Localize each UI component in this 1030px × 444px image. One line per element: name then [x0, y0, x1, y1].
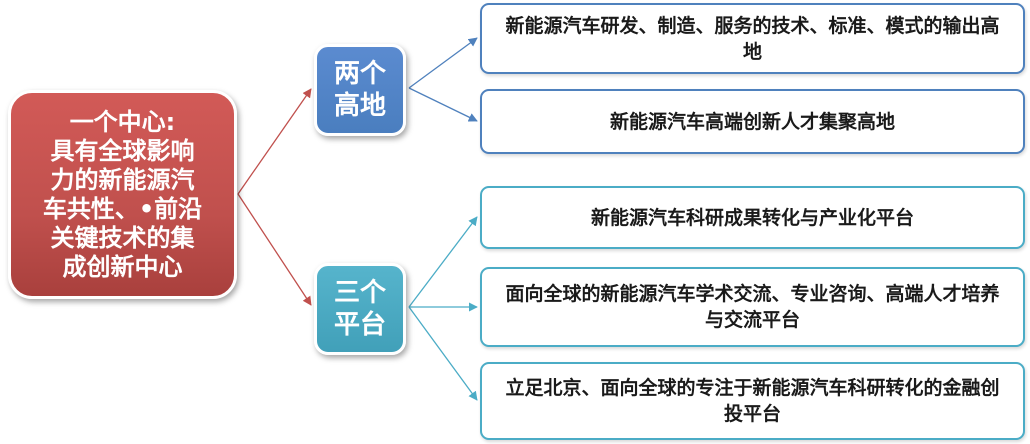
platform-box-2-text: 面向全球的新能源汽车学术交流、专业咨询、高端人才培养与交流平台: [505, 283, 1000, 331]
platform-box-3: 立足北京、面向全球的专注于新能源汽车科研转化的金融创投平台: [480, 362, 1025, 440]
highlands-hub-label: 两个 高地: [333, 59, 386, 121]
highland-box-1-text: 新能源汽车研发、制造、服务的技术、标准、模式的输出高地: [505, 14, 1000, 63]
platform-box-2: 面向全球的新能源汽车学术交流、专业咨询、高端人才培养与交流平台: [480, 267, 1025, 347]
highlands-hub: 两个 高地: [314, 44, 406, 136]
highland-box-1: 新能源汽车研发、制造、服务的技术、标准、模式的输出高地: [480, 3, 1025, 74]
platform-box-3-text: 立足北京、面向全球的专注于新能源汽车科研转化的金融创投平台: [505, 377, 1000, 425]
connector-platforms-to-box3: [408, 216, 478, 308]
center-node-label: 一个中心: 具有全球影响 力的新能源汽 车共性、•前沿 关键技术的集 成创新中心: [42, 107, 203, 281]
connector-center-to-platforms: [237, 193, 312, 306]
platforms-hub-label: 三个 平台: [333, 278, 386, 340]
connector-platforms-to-box5: [408, 306, 478, 401]
highland-box-2-text: 新能源汽车高端创新人才集聚高地: [609, 110, 895, 133]
connector-center-to-highlands: [237, 88, 312, 195]
highland-box-2: 新能源汽车高端创新人才集聚高地: [480, 89, 1025, 154]
connector-highlands-to-box2: [408, 87, 478, 122]
center-node: 一个中心: 具有全球影响 力的新能源汽 车共性、•前沿 关键技术的集 成创新中心: [8, 90, 237, 299]
platforms-hub: 三个 平台: [314, 263, 406, 355]
connector-highlands-to-box1: [408, 37, 478, 89]
platform-box-1: 新能源汽车科研成果转化与产业化平台: [480, 186, 1025, 249]
platform-box-1-text: 新能源汽车科研成果转化与产业化平台: [590, 206, 914, 229]
